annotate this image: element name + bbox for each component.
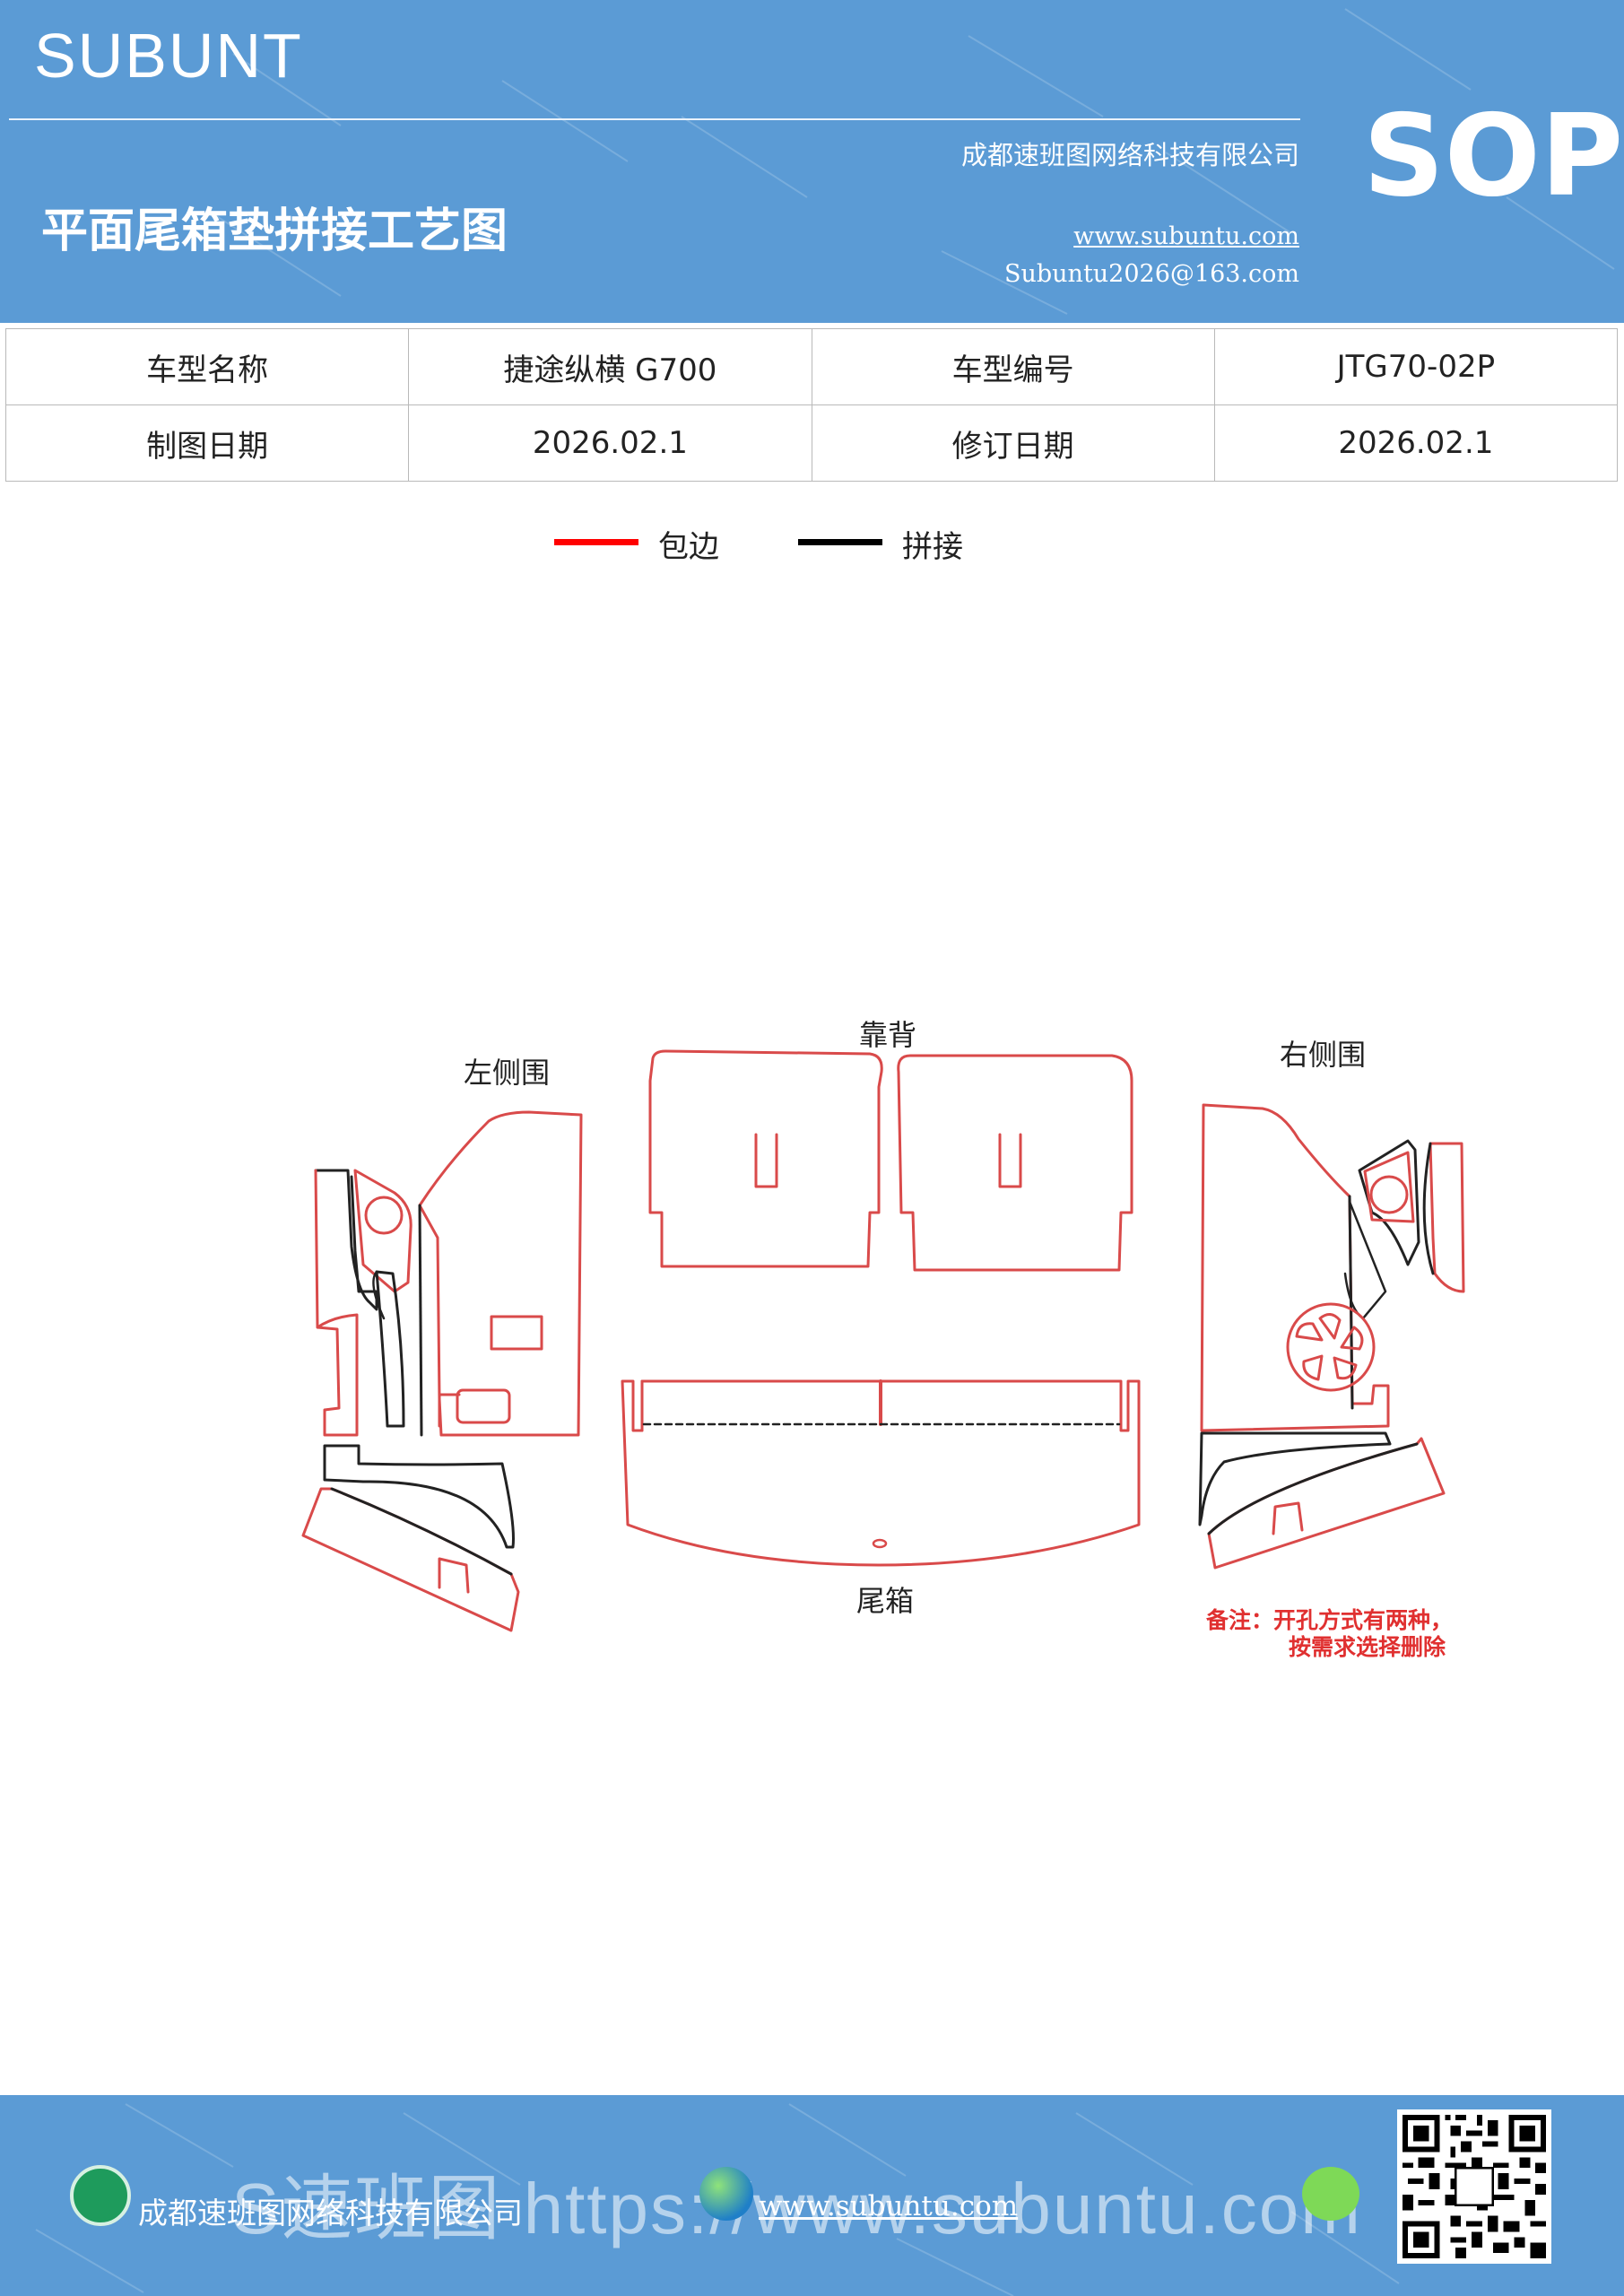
label-backrest: 靠背 bbox=[859, 1018, 916, 1052]
trunk-mat-diagram: 左侧围 靠背 右侧围 尾箱 bbox=[301, 1018, 1465, 1632]
wechat-icon bbox=[1302, 2167, 1359, 2221]
right-side-vent-cutout bbox=[1286, 1302, 1376, 1392]
left-side-round-hole bbox=[364, 1196, 404, 1235]
globe-icon bbox=[699, 2167, 753, 2221]
table-cell: 修订日期 bbox=[811, 404, 1215, 482]
left-side-upper-panel bbox=[418, 1110, 583, 1437]
header-divider bbox=[9, 118, 1300, 120]
trunk-mat-hole bbox=[872, 1538, 888, 1549]
footer-watermark-pattern bbox=[35, 2103, 1400, 2296]
table-cell: 制图日期 bbox=[4, 404, 410, 482]
right-side-lower-strip bbox=[1198, 1431, 1392, 1526]
right-side-strip bbox=[1429, 1142, 1465, 1293]
trunk-mat-panel bbox=[621, 1379, 1141, 1567]
remark-line-1: 备注：开孔方式有两种， bbox=[1206, 1607, 1454, 1633]
legend-label-seam: 拼接 bbox=[902, 529, 963, 565]
website-link[interactable]: www.subuntu.com bbox=[1073, 222, 1299, 250]
legend-label-edge: 包边 bbox=[658, 529, 719, 565]
vehicle-info-table: 车型名称 捷途纵横 G700 车型编号 JTG70-02P 制图日期 2026.… bbox=[4, 328, 1619, 482]
right-side-round-hole bbox=[1369, 1175, 1409, 1214]
backrest-right-slot bbox=[998, 1133, 1022, 1188]
remark-note: 备注：开孔方式有两种， 按需求选择删除 bbox=[1206, 1607, 1453, 1661]
table-cell: 车型名称 bbox=[4, 328, 410, 405]
table-row: 制图日期 2026.02.1 修订日期 2026.02.1 bbox=[4, 404, 1619, 482]
label-right-side: 右侧围 bbox=[1280, 1038, 1366, 1072]
label-trunk: 尾箱 bbox=[856, 1584, 914, 1618]
footer-company-name: 成都速班图网络科技有限公司 bbox=[138, 2196, 523, 2231]
sop-badge: SOP bbox=[1363, 90, 1624, 222]
backrest-left-panel bbox=[648, 1049, 883, 1268]
legend-swatch-seam bbox=[798, 539, 882, 545]
contact-email[interactable]: Subuntu2026@163.com bbox=[1004, 260, 1299, 288]
table-cell: JTG70-02P bbox=[1213, 328, 1619, 405]
table-cell: 2026.02.1 bbox=[1213, 404, 1619, 482]
right-side-upper-panel bbox=[1200, 1103, 1390, 1432]
backrest-right-panel bbox=[897, 1054, 1133, 1272]
left-side-cutout-2 bbox=[456, 1388, 511, 1424]
backrest-left-slot bbox=[754, 1133, 778, 1188]
building-icon bbox=[70, 2165, 131, 2226]
footer-banner: S速班图 https://www.subuntu.com 成都速班图网络科技有限… bbox=[0, 2095, 1624, 2296]
legend: 包边 拼接 bbox=[554, 522, 1092, 576]
left-side-lower-strip bbox=[323, 1444, 515, 1549]
footer-website-link[interactable]: www.subuntu.com bbox=[759, 2190, 1019, 2222]
company-name: 成都速班图网络科技有限公司 bbox=[960, 140, 1299, 170]
qr-code bbox=[1397, 2109, 1551, 2264]
left-side-strip bbox=[314, 1169, 378, 1311]
table-row: 车型名称 捷途纵横 G700 车型编号 JTG70-02P bbox=[4, 328, 1619, 405]
left-side-cutout-1 bbox=[490, 1315, 543, 1351]
table-cell: 捷途纵横 G700 bbox=[408, 328, 812, 405]
legend-swatch-edge bbox=[554, 539, 638, 545]
label-left-side: 左侧围 bbox=[464, 1056, 550, 1090]
brand-name: SUBUNT bbox=[34, 21, 303, 91]
remark-line-2: 按需求选择删除 bbox=[1289, 1634, 1446, 1660]
table-cell: 2026.02.1 bbox=[408, 404, 812, 482]
document-title: 平面尾箱垫拼接工艺图 bbox=[41, 204, 508, 258]
footer-watermark-text: S速班图 https://www.subuntu.com bbox=[231, 2169, 1362, 2248]
table-cell: 车型编号 bbox=[811, 328, 1215, 405]
header-banner: SUBUNT 成都速班图网络科技有限公司 平面尾箱垫拼接工艺图 SOP www.… bbox=[0, 0, 1624, 323]
watermark-pattern bbox=[214, 8, 1615, 315]
